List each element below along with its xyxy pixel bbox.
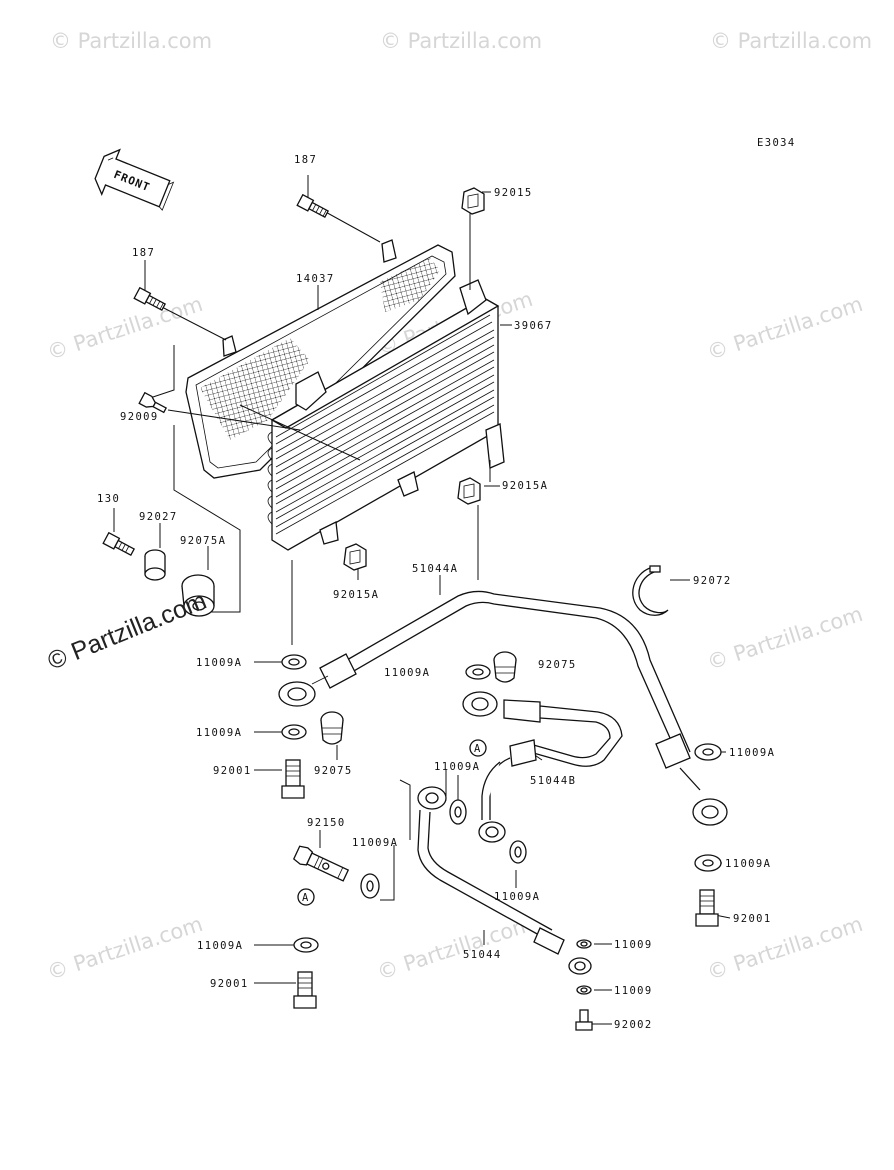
part-label: 92150 — [307, 817, 346, 829]
banjo-bolt-92150 — [292, 845, 350, 882]
part-label: 92027 — [139, 511, 178, 523]
part-label: 92015 — [494, 187, 533, 199]
banjo-bolt-92001 — [281, 759, 305, 799]
svg-text:A: A — [302, 892, 310, 904]
washer-11009A — [694, 854, 722, 872]
front-arrow: FRONT — [94, 148, 175, 211]
washer-11009A — [449, 799, 467, 825]
partzilla-watermark: © Partzilla.com — [44, 586, 211, 675]
part-label: 11009 — [614, 939, 653, 951]
washer-11009A — [360, 873, 380, 899]
washer-11009A — [694, 743, 722, 761]
watermark: © Partzilla.com — [44, 912, 206, 985]
washer-11009A — [293, 937, 319, 953]
bolt-92009 — [138, 391, 168, 414]
watermark: © Partzilla.com — [704, 292, 866, 365]
bolt-187-top — [296, 193, 330, 219]
part-label: 14037 — [296, 273, 335, 285]
washer-11009A — [509, 840, 527, 864]
bolt-92002 — [575, 1009, 593, 1031]
part-label: 11009A — [434, 761, 480, 773]
watermark: © Partzilla.com — [380, 29, 542, 53]
part-label: 92001 — [213, 765, 252, 777]
part-label: 92001 — [733, 913, 772, 925]
part-label: 51044A — [412, 563, 458, 575]
part-label: 51044 — [463, 949, 502, 961]
clip-nut-92015A-right — [457, 477, 481, 505]
part-label: 92015A — [502, 480, 548, 492]
watermark: © Partzilla.com — [704, 912, 866, 985]
washer-11009A — [281, 724, 307, 740]
banjo-bolt-92001 — [695, 889, 719, 927]
part-label: 11009A — [197, 940, 243, 952]
leader-lines — [113, 175, 731, 1025]
watermark: © Partzilla.com — [44, 292, 206, 365]
watermark: © Partzilla.com — [704, 602, 866, 675]
part-label: 11009A — [352, 837, 398, 849]
collar-92027 — [144, 549, 166, 581]
reference-marker-a: A — [469, 739, 487, 757]
part-label: 11009A — [384, 667, 430, 679]
washer-11009A — [465, 664, 491, 680]
part-label: 51044B — [530, 775, 576, 787]
damper-92075A — [181, 574, 215, 617]
svg-text:A: A — [474, 743, 482, 755]
part-label: 92075 — [538, 659, 577, 671]
bolt-130 — [102, 531, 136, 557]
washer-11009 — [576, 939, 592, 949]
clamp-92072 — [632, 565, 669, 616]
part-label: 11009A — [725, 858, 771, 870]
part-label: 92002 — [614, 1019, 653, 1031]
oil-hose-51044 — [417, 786, 592, 975]
part-label: 92075 — [314, 765, 353, 777]
clip-nut-92015 — [461, 187, 485, 215]
part-label: 130 — [97, 493, 120, 505]
washer-11009 — [576, 985, 592, 995]
part-label: 11009A — [494, 891, 540, 903]
bolt-187-left — [133, 286, 167, 312]
oil-hose-51044A — [278, 590, 728, 826]
part-label: 92075A — [180, 535, 226, 547]
clip-nut-92015A-bottom — [343, 543, 367, 571]
oil-hose-51044B — [462, 691, 623, 843]
part-label: 92072 — [693, 575, 732, 587]
banjo-bolt-92001 — [293, 971, 317, 1009]
part-label: 92015A — [333, 589, 379, 601]
watermark: © Partzilla.com — [50, 29, 212, 53]
part-label: 187 — [294, 154, 317, 166]
part-label: 11009A — [729, 747, 775, 759]
diagram-code: E3034 — [757, 137, 796, 149]
watermark: © Partzilla.com — [374, 912, 536, 985]
part-label: 11009 — [614, 985, 653, 997]
part-label: 39067 — [514, 320, 553, 332]
watermark: © Partzilla.com — [710, 29, 872, 53]
part-label: 92001 — [210, 978, 249, 990]
part-label: 11009A — [196, 657, 242, 669]
grommet-92075 — [320, 711, 344, 745]
cooler-guard-screen — [185, 239, 456, 479]
washer-11009A — [281, 654, 307, 670]
oil-cooler-core — [267, 279, 505, 551]
part-label: 187 — [132, 247, 155, 259]
part-labels: 187 92015 187 14037 39067 92009 92015A 1… — [97, 154, 775, 1031]
part-label: 92009 — [120, 411, 159, 423]
part-label: 11009A — [196, 727, 242, 739]
reference-marker-a: A — [297, 888, 315, 906]
grommet-92075 — [493, 651, 517, 683]
